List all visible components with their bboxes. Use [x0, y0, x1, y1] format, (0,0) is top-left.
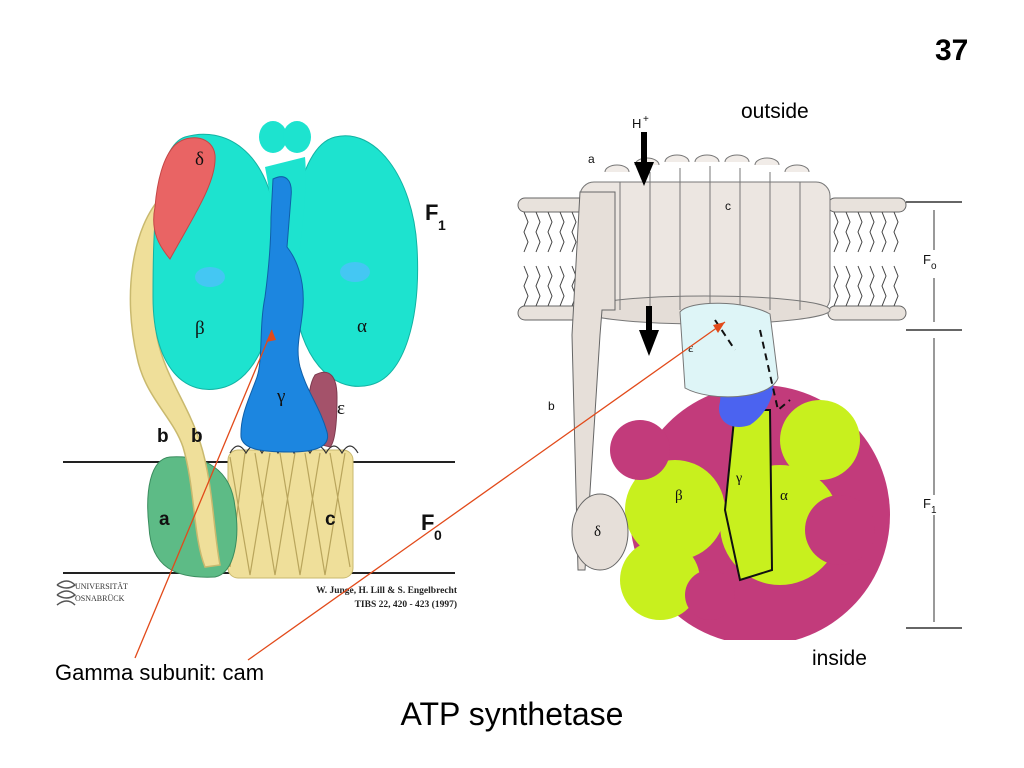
label-c-right: c [725, 199, 731, 213]
label-f1-right-main: F [923, 496, 931, 511]
pointer-to-gamma-right [247, 321, 726, 661]
left-atp-synthase-diagram: δ β α γ ε b b a c F 1 F 0 UNIVERSITÄT OS… [45, 97, 470, 625]
fo-f1-bracket [906, 201, 962, 629]
label-epsilon-right: ε [688, 340, 694, 355]
slide-title: ATP synthetase [400, 696, 624, 732]
university-seal-icon [56, 580, 77, 606]
gamma-subunit [240, 176, 329, 453]
label-f1-main: F [425, 200, 438, 225]
delta-subunit-right [571, 493, 629, 571]
credit-line-1: W. Junge, H. Lill & S. Engelbrecht [316, 586, 458, 596]
top-cap-right [283, 121, 311, 153]
label-gamma: γ [276, 386, 285, 407]
label-gamma-right: γ [735, 471, 742, 486]
label-epsilon: ε [337, 398, 345, 419]
label-alpha-right: α [780, 488, 788, 504]
university-logo: UNIVERSITÄT OSNABRÜCK [56, 580, 128, 606]
label-f1-sub: 1 [438, 217, 446, 233]
proton-flow-arrow [634, 132, 659, 356]
credit-line-2: TIBS 22, 420 - 423 (1997) [355, 599, 457, 610]
label-fo-main: F [923, 252, 931, 267]
beta-binding-site [195, 267, 225, 287]
label-proton-sup: + [643, 114, 649, 125]
label-f1-right-sub: 1 [931, 505, 937, 516]
alpha-binding-site [340, 262, 370, 282]
logo-line-1: UNIVERSITÄT [75, 582, 128, 591]
label-alpha: α [357, 316, 367, 337]
a-b-stalk [571, 191, 616, 571]
delta-subunit [153, 137, 216, 260]
label-a-right: a [588, 152, 595, 166]
label-b-right: b [191, 426, 203, 447]
label-f0-sub: 0 [434, 527, 442, 543]
label-b-left: b [157, 426, 169, 447]
pointer-arrowhead-right-icon [713, 322, 725, 333]
top-cap-left [259, 121, 287, 153]
label-beta-right: β [675, 488, 683, 504]
right-atp-synthase-diagram: H + a c b ε δ β γ α F o F 1 [517, 114, 962, 640]
gamma-caption: Gamma subunit: cam [55, 660, 265, 685]
lipid-bilayer-right [827, 197, 907, 321]
epsilon-outline [679, 302, 779, 398]
pointer-arrowhead-left-icon [266, 330, 276, 342]
label-f0-main: F [421, 510, 434, 535]
label-proton: H [632, 116, 641, 131]
logo-line-2: OSNABRÜCK [75, 594, 125, 603]
label-fo-sub: o [931, 261, 937, 272]
label-c: c [325, 509, 336, 530]
c-subunit-ring [227, 445, 359, 579]
label-delta: δ [195, 149, 204, 170]
slide-number: 37 [935, 34, 969, 67]
pointer-to-gamma-left [134, 329, 273, 659]
inside-label: inside [812, 647, 867, 670]
label-beta: β [195, 318, 205, 339]
label-delta-right: δ [594, 524, 601, 540]
label-a: a [159, 509, 170, 530]
label-b-right: b [548, 399, 555, 413]
outside-label: outside [741, 100, 809, 123]
